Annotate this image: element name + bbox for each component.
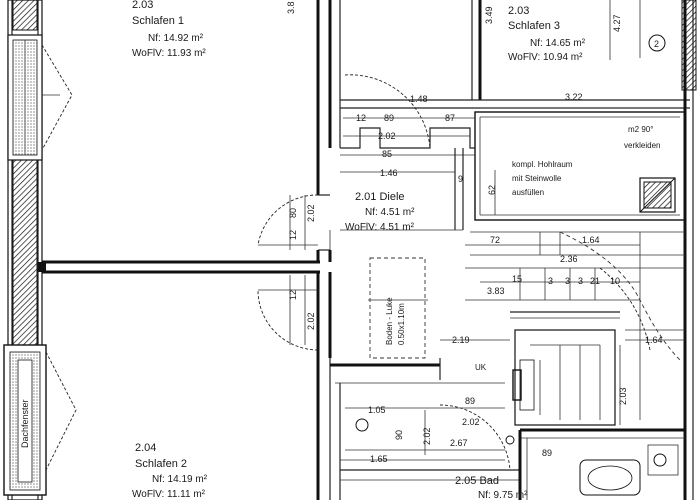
dim-label: 89 — [542, 448, 552, 458]
room-schlafen-2: 2.04 Schlafen 2 Nf: 14.19 m² WoFlV: 11.1… — [132, 442, 208, 500]
dim-label: 72 — [490, 235, 500, 245]
hohlraum-box — [474, 111, 686, 221]
dim-label: 1.64 — [582, 235, 600, 245]
dimension-labels: 1.48 3.22 12 89 87 2.02 85 1.46 72 1.64 … — [356, 92, 663, 464]
dachfenster-label: Dachfenster — [20, 399, 30, 448]
hohlraum-note-2: mit Steinwolle — [512, 174, 562, 183]
uk-note: UK — [475, 363, 487, 372]
dim-label: 1.46 — [380, 168, 398, 178]
room-bad: 2.05 Bad Nf: 9.75 m² — [455, 475, 528, 500]
dim-label: 2.19 — [452, 335, 470, 345]
stair-area — [465, 231, 685, 420]
dimension-lines — [289, 0, 680, 461]
dim-label-vertical: 2.03 — [618, 387, 628, 405]
dim-label: 1.05 — [368, 405, 386, 415]
dim-label: 3 — [548, 276, 553, 286]
m2-note-2: verkleiden — [624, 141, 660, 150]
room-schlafen-2-wofl: WoFlV: 11.11 m² — [132, 489, 206, 500]
room-diele-nf: Nf: 4.51 m² — [365, 207, 415, 218]
door-swing-schlafen-1 — [257, 194, 319, 246]
diele-walls — [329, 127, 475, 250]
dim-label: 2.02 — [378, 131, 396, 141]
partition-schlafen-1-2 — [38, 260, 320, 274]
room-bad-label: 2.05 Bad — [455, 475, 499, 487]
dim-label: 9 — [458, 174, 463, 184]
dim-label-vertical: 2.02 — [422, 427, 432, 445]
dim-label-vertical: 12 — [288, 230, 298, 240]
room-schlafen-2-name: Schlafen 2 — [135, 458, 187, 470]
dim-label: 1.65 — [370, 454, 388, 464]
room-schlafen-3-wofl: WoFlV: 10.94 m² — [508, 52, 583, 63]
room-schlafen-1: 2.03 Schlafen 1 Nf: 14.92 m² WoFlV: 11.9… — [132, 0, 206, 59]
dim-label-vertical: 80 — [288, 208, 298, 218]
hohlraum-note: kompl. Hohlraum mit Steinwolle ausfüllen — [512, 160, 573, 197]
m2-note: m2 90° verkleiden — [624, 125, 660, 150]
left-exterior-wall — [7, 0, 43, 500]
room-schlafen-2-number: 2.04 — [135, 442, 156, 454]
dim-label-vertical: 2.02 — [306, 204, 316, 222]
room-schlafen-1-name: Schlafen 1 — [132, 15, 184, 27]
bodenluke: Boden - Luke 0.50x1.10m — [368, 257, 428, 359]
room-schlafen-1-wofl: WoFlV: 11.93 m² — [132, 48, 206, 59]
door-swing-schlafen-2 — [257, 289, 319, 351]
dim-label: 21 — [590, 276, 600, 286]
room-diele-wofl: WoFlV: 4.51 m² — [345, 222, 415, 233]
dim-label: 10 — [610, 276, 620, 286]
dim-label: 1.48 — [410, 94, 428, 104]
dim-label-vertical: 2.02 — [306, 312, 316, 330]
dim-label-vertical: 62 — [487, 185, 497, 195]
window-schlafen-1 — [7, 34, 73, 161]
schlafen-3-walls — [339, 0, 697, 500]
dim-label: 3.22 — [565, 92, 583, 102]
room-schlafen-3-name: Schlafen 3 — [508, 20, 560, 32]
room-schlafen-3-nf: Nf: 14.65 m² — [530, 38, 586, 49]
dim-label-vertical: 3.49 — [484, 6, 494, 24]
m2-note-1: m2 90° — [628, 125, 653, 134]
stairwell — [512, 329, 616, 426]
dim-label: 2.36 — [560, 254, 578, 264]
hohlraum-note-3: ausfüllen — [512, 188, 544, 197]
dim-label: 15 — [512, 274, 522, 284]
room-schlafen-2-nf: Nf: 14.19 m² — [152, 474, 208, 485]
dim-label-vertical: 12 — [288, 290, 298, 300]
dim-label-vertical: 90 — [394, 430, 404, 440]
dim-label: 2.02 — [462, 417, 480, 427]
marker-circle-2-label: 2 — [654, 39, 659, 49]
vertical-dimension-labels: 2.02 80 12 2.02 12 62 4.27 3.49 3.8 2.03… — [286, 1, 628, 445]
bodenluke-label-2: 0.50x1.10m — [397, 303, 406, 345]
room-schlafen-1-nf: Nf: 14.92 m² — [148, 33, 204, 44]
dim-label-vertical: 4.27 — [612, 14, 622, 32]
room-schlafen-3-number: 2.03 — [508, 5, 529, 17]
window-schlafen-2: Dachfenster — [3, 344, 77, 496]
hohlraum-note-1: kompl. Hohlraum — [512, 160, 573, 169]
marker-circle-2 — [648, 34, 666, 52]
dim-label: 89 — [465, 396, 475, 406]
room-diele-label: 2.01 Diele — [355, 191, 405, 203]
room-schlafen-3: 2.03 Schlafen 3 Nf: 14.65 m² WoFlV: 10.9… — [508, 5, 586, 63]
dim-label: 85 — [382, 149, 392, 159]
dim-label-vertical: 3.8 — [286, 1, 296, 14]
door-swing-schlafen-3 — [344, 74, 431, 149]
bodenluke-label-1: Boden - Luke — [385, 297, 394, 345]
dim-label: 1.64 — [645, 335, 663, 345]
dim-label: 12 — [356, 113, 366, 123]
room-bad-nf: Nf: 9.75 m² — [478, 490, 528, 500]
dim-label: 3 — [565, 276, 570, 286]
dim-label: 87 — [445, 113, 455, 123]
dim-label: 89 — [384, 113, 394, 123]
dim-label: 3 — [578, 276, 583, 286]
central-walls — [316, 0, 332, 500]
room-diele: 2.01 Diele Nf: 4.51 m² WoFlV: 4.51 m² — [345, 191, 415, 233]
bad-walls — [330, 358, 685, 500]
room-schlafen-1-number: 2.03 — [132, 0, 153, 11]
dim-label: 2.67 — [450, 438, 468, 448]
dim-label: 3.83 — [487, 286, 505, 296]
